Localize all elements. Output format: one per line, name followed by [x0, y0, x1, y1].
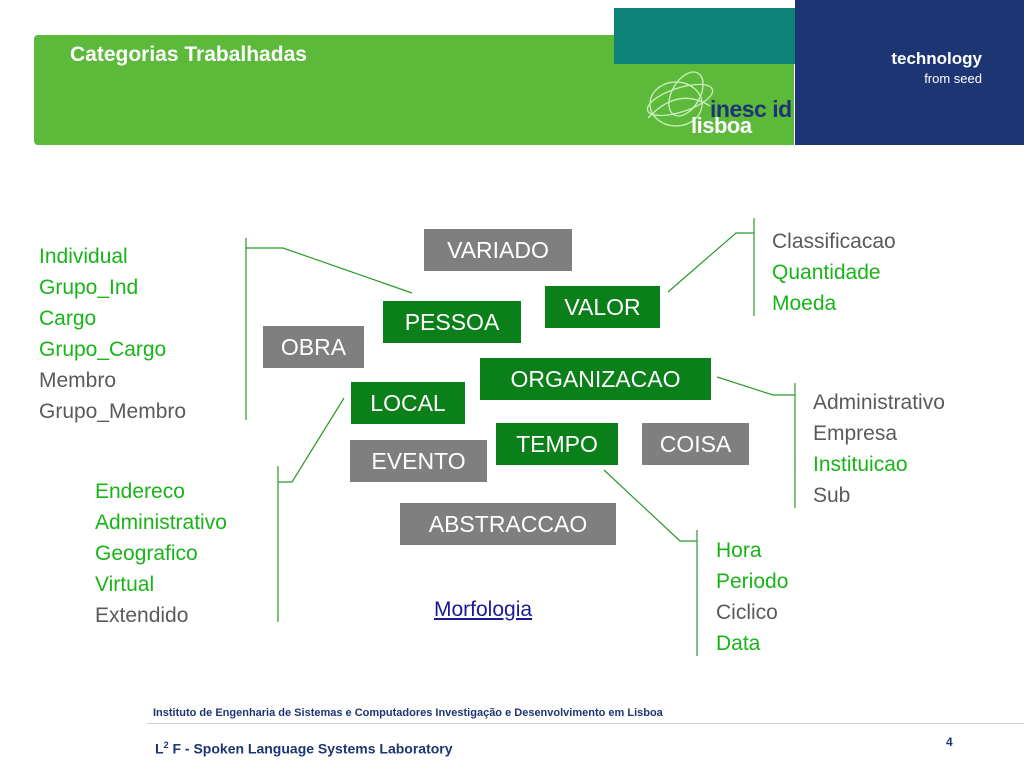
list-item: Geografico [95, 542, 198, 565]
header-accent-block [614, 8, 796, 64]
logo-lisboa-text: lisboa [691, 113, 752, 138]
list-item: Ciclico [716, 601, 778, 624]
category-local: LOCAL [351, 382, 465, 424]
pessoa-subtypes: Individual Grupo_Ind Cargo Grupo_Cargo M… [39, 241, 186, 427]
local-subtypes: Endereco Administrativo Geografico Virtu… [95, 476, 227, 631]
organizacao-subtypes: Administrativo Empresa Instituicao Sub [813, 387, 945, 511]
local-connector [278, 397, 345, 483]
page-number: 4 [946, 735, 953, 749]
list-item: Grupo_Cargo [39, 338, 167, 361]
tempo-subtypes: Hora Periodo Ciclico Data [716, 535, 788, 659]
list-item: Data [716, 632, 761, 655]
list-item: Empresa [813, 422, 898, 445]
logo-swirl-icon [646, 71, 714, 127]
category-evento: EVENTO [350, 440, 487, 482]
tempo-connector [603, 469, 697, 542]
list-item: Classificacao [772, 230, 896, 253]
list-item: Grupo_Membro [39, 400, 187, 423]
footer-institute: Instituto de Engenharia de Sistemas e Co… [153, 707, 663, 719]
pessoa-connector [246, 247, 413, 294]
category-tempo: TEMPO [496, 423, 618, 465]
footer-lab-name: L2 F - Spoken Language Systems Laborator… [155, 740, 453, 757]
list-item: Endereco [95, 480, 185, 503]
tagline-main: technology [891, 49, 982, 68]
list-item: Membro [39, 369, 117, 392]
list-item: Administrativo [95, 511, 227, 534]
footer-divider [147, 723, 1024, 724]
category-coisa: COISA [642, 423, 749, 465]
category-pessoa: PESSOA [383, 301, 521, 343]
list-item: Hora [716, 539, 762, 562]
list-item: Cargo [39, 307, 97, 330]
valor-subtypes: Classificacao Quantidade Moeda [772, 226, 896, 319]
tagline-sub: from seed [924, 71, 982, 86]
organizacao-connector [716, 376, 795, 396]
category-abstraccao: ABSTRACCAO [400, 503, 616, 545]
list-item: Quantidade [772, 261, 881, 284]
list-item: Extendido [95, 604, 189, 627]
morfologia-link[interactable]: Morfologia [434, 598, 533, 621]
list-item: Periodo [716, 570, 789, 593]
list-item: Individual [39, 245, 128, 268]
list-item: Grupo_Ind [39, 276, 139, 299]
category-variado: VARIADO [424, 229, 572, 271]
slide-title: Categorias Trabalhadas [70, 43, 307, 66]
list-item: Instituicao [813, 453, 908, 476]
logo-inesc-text: inesc id [710, 96, 792, 122]
category-valor: VALOR [545, 286, 660, 328]
list-item: Administrativo [813, 391, 945, 414]
header-brand-panel [795, 0, 1024, 145]
list-item: Moeda [772, 292, 837, 315]
category-organizacao: ORGANIZACAO [480, 358, 711, 400]
list-item: Virtual [95, 573, 155, 596]
category-obra: OBRA [263, 326, 364, 368]
valor-connector [667, 232, 754, 293]
list-item: Sub [813, 484, 851, 507]
